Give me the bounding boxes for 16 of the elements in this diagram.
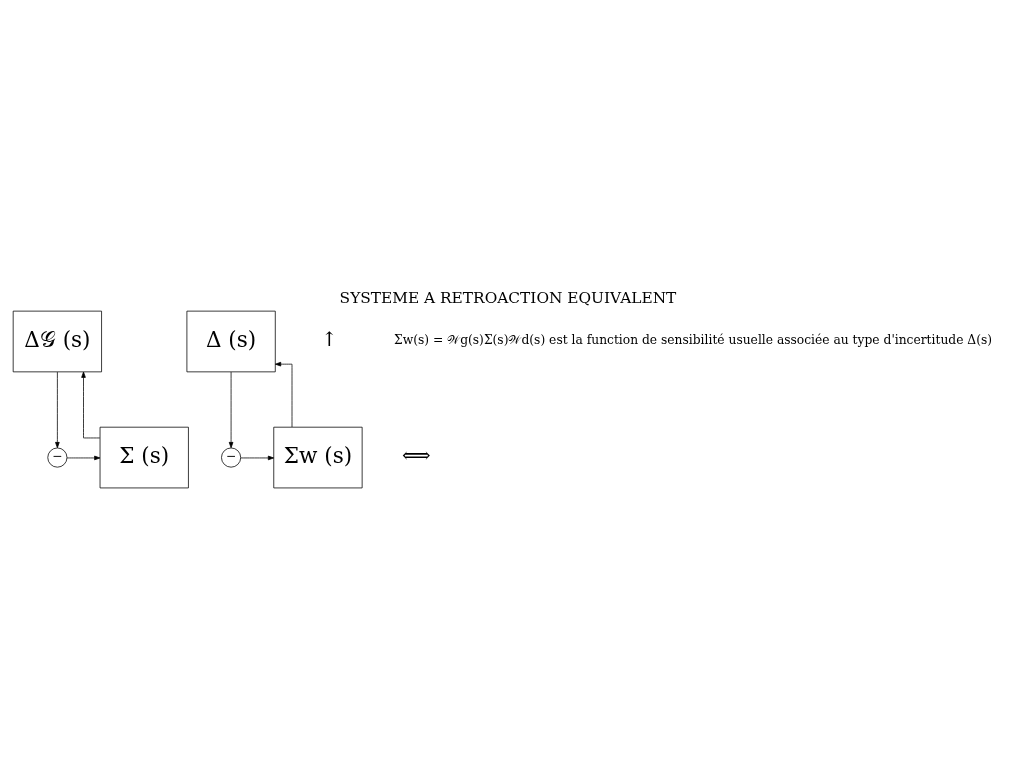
arrow xyxy=(228,371,234,449)
node-circle: − xyxy=(221,447,242,468)
label: ⟺ xyxy=(402,443,431,468)
arrow xyxy=(66,455,101,461)
caption: Σw(s) = 𝒲g(s)Σ(s)𝒲d(s) est la function de sensibilité usuelle associée au type d'incertitude Δ(s) xyxy=(393,333,993,348)
arrow xyxy=(81,371,101,439)
arrow xyxy=(274,361,293,428)
diagram-title: SYSTEME A RETROACTION EQUIVALENT xyxy=(339,289,677,308)
node-box: Δ (s) xyxy=(186,310,276,373)
arrow xyxy=(55,371,60,449)
node-box: Δ𝒢 (s) xyxy=(12,310,102,373)
label: ↑ xyxy=(321,327,338,352)
node-circle: − xyxy=(47,447,68,468)
node-box: Σw (s) xyxy=(273,426,363,489)
node-box: Σ (s) xyxy=(99,426,189,489)
arrow xyxy=(240,455,275,461)
